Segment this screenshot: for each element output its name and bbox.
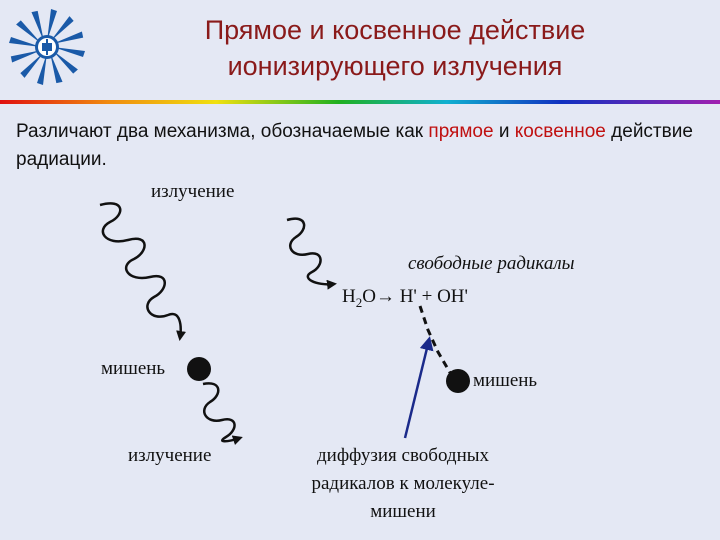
title-line-2: ионизирующего излучения (227, 51, 563, 81)
label-target-right: мишень (473, 370, 537, 391)
label-target-left: мишень (101, 358, 165, 379)
label-diffusion-1: диффузия свободных (317, 445, 490, 466)
intro-paragraph: Различают два механизма, обозначаемые ка… (16, 118, 706, 174)
intro-text-3: действие радиации. (16, 121, 693, 170)
label-diffusion-3: мишени (370, 501, 436, 522)
label-diffusion-2: радикалов к молекуле- (311, 473, 494, 494)
institution-logo (9, 9, 85, 85)
diffusion-arrow (403, 336, 434, 439)
intro-text-1: Различают два механизма, обозначаемые ка… (16, 121, 429, 142)
intro-indirect: косвенное (514, 121, 606, 142)
equation-h: H (342, 286, 356, 307)
target-molecule-right (446, 369, 470, 393)
label-radiation-top: излучение (151, 181, 234, 202)
label-radiation-bottom: излучение (128, 445, 211, 466)
equation-rest: O→ H' + OH' (362, 286, 468, 307)
wavy-radiation-incoming-right (286, 217, 337, 290)
title-line-1: Прямое и косвенное действие (204, 15, 586, 45)
rainbow-divider (0, 100, 720, 104)
label-free-radicals: свободные радикалы (408, 253, 575, 274)
intro-text-2: и (493, 121, 515, 142)
equation-subscript: 2 (356, 295, 363, 310)
wavy-radiation-incoming-left (99, 202, 187, 341)
label-equation: H2O→ H' + OH' (342, 286, 468, 310)
radical-path-dashed (418, 305, 454, 377)
slide-title: Прямое и косвенное действие ионизирующег… (100, 12, 690, 84)
target-molecule-left (187, 357, 211, 381)
wavy-radiation-outgoing-left (202, 382, 243, 445)
intro-direct: прямое (428, 121, 494, 142)
